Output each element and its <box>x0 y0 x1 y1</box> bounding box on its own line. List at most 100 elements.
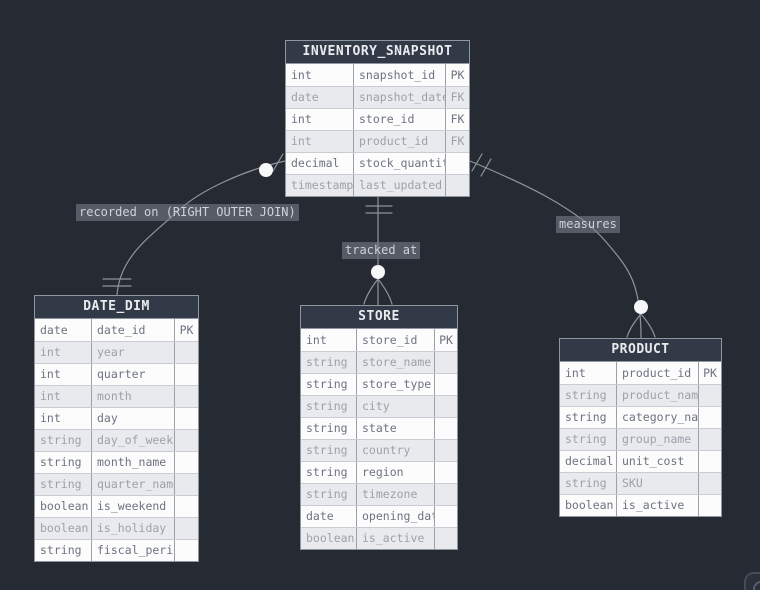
one-double-tick-mark <box>365 205 393 214</box>
cell-key <box>175 474 198 495</box>
cell-name: store_id <box>357 329 435 351</box>
circle-icon <box>753 581 760 590</box>
cell-key <box>175 540 198 561</box>
cell-type: int <box>301 329 357 351</box>
cell-type: decimal <box>560 451 617 472</box>
cell-key <box>175 496 198 517</box>
cell-key <box>446 153 469 174</box>
cell-key <box>175 452 198 473</box>
cell-key <box>699 451 721 472</box>
cell-key: FK <box>450 90 465 104</box>
cell-type: string <box>301 396 357 417</box>
cell-type: int <box>286 109 354 130</box>
entity-title: INVENTORY_SNAPSHOT <box>286 41 469 64</box>
cell-key: PK <box>703 366 717 380</box>
cell-type: string <box>301 352 357 373</box>
cell-name: group_name <box>617 429 699 450</box>
cell-key <box>699 385 721 406</box>
cell-key <box>435 484 457 505</box>
cell-type: int <box>560 362 617 384</box>
cell-key <box>699 429 721 450</box>
cell-name: day_of_week <box>92 430 175 451</box>
cell-type: int <box>286 131 354 152</box>
cell-type: int <box>35 364 92 385</box>
cell-type: string <box>560 407 617 428</box>
cell-type: boolean <box>35 496 92 517</box>
relationship-line-recorded-on[interactable] <box>116 160 286 296</box>
cell-name: is_active <box>617 495 699 516</box>
entity-title: STORE <box>301 306 457 329</box>
cell-key <box>446 175 469 196</box>
cell-name: last_updated <box>354 175 446 196</box>
cell-name: product_id <box>354 131 446 152</box>
cell-type: string <box>560 473 617 494</box>
cell-type: timestamp <box>286 175 354 196</box>
relationship-line-measures[interactable] <box>469 160 642 339</box>
cell-type: string <box>35 540 92 561</box>
cell-name: snapshot_date <box>354 87 446 108</box>
cell-key <box>699 407 721 428</box>
cell-key <box>175 386 198 407</box>
cell-key <box>435 528 457 549</box>
cell-name: region <box>357 462 435 483</box>
cell-name: stock_quantity <box>354 153 446 174</box>
cell-type: string <box>35 452 92 473</box>
one-tick-mark <box>272 153 284 172</box>
relationship-label-recorded-on[interactable]: recorded on (RIGHT OUTER JOIN) <box>76 204 299 221</box>
cell-name: month_name <box>92 452 175 473</box>
cell-type: boolean <box>560 495 617 516</box>
cell-type: string <box>301 440 357 461</box>
one-double-tick-mark <box>471 153 492 177</box>
cell-key <box>435 462 457 483</box>
relationship-label-measures[interactable]: measures <box>556 216 620 233</box>
cell-key: PK <box>179 323 194 337</box>
relationship-label-tracked-at[interactable]: tracked at <box>342 242 421 259</box>
cell-name: category_name <box>617 407 699 428</box>
cell-type: boolean <box>301 528 357 549</box>
cell-type: string <box>301 418 357 439</box>
cell-key <box>435 418 457 439</box>
cell-type: decimal <box>286 153 354 174</box>
cell-key <box>699 495 721 516</box>
cell-name: month <box>92 386 175 407</box>
cell-name: country <box>357 440 435 461</box>
cell-name: is_weekend <box>92 496 175 517</box>
cell-type: string <box>301 374 357 395</box>
cell-key <box>175 342 198 363</box>
floating-corner-button[interactable] <box>744 572 760 590</box>
zero-cardinality-circle <box>634 300 648 314</box>
zero-cardinality-circle <box>371 265 385 279</box>
cell-type: date <box>301 506 357 527</box>
cell-name: fiscal_period <box>92 540 175 561</box>
cell-name: year <box>92 342 175 363</box>
cell-name: is_holiday <box>92 518 175 539</box>
cell-type: boolean <box>35 518 92 539</box>
cell-name: unit_cost <box>617 451 699 472</box>
